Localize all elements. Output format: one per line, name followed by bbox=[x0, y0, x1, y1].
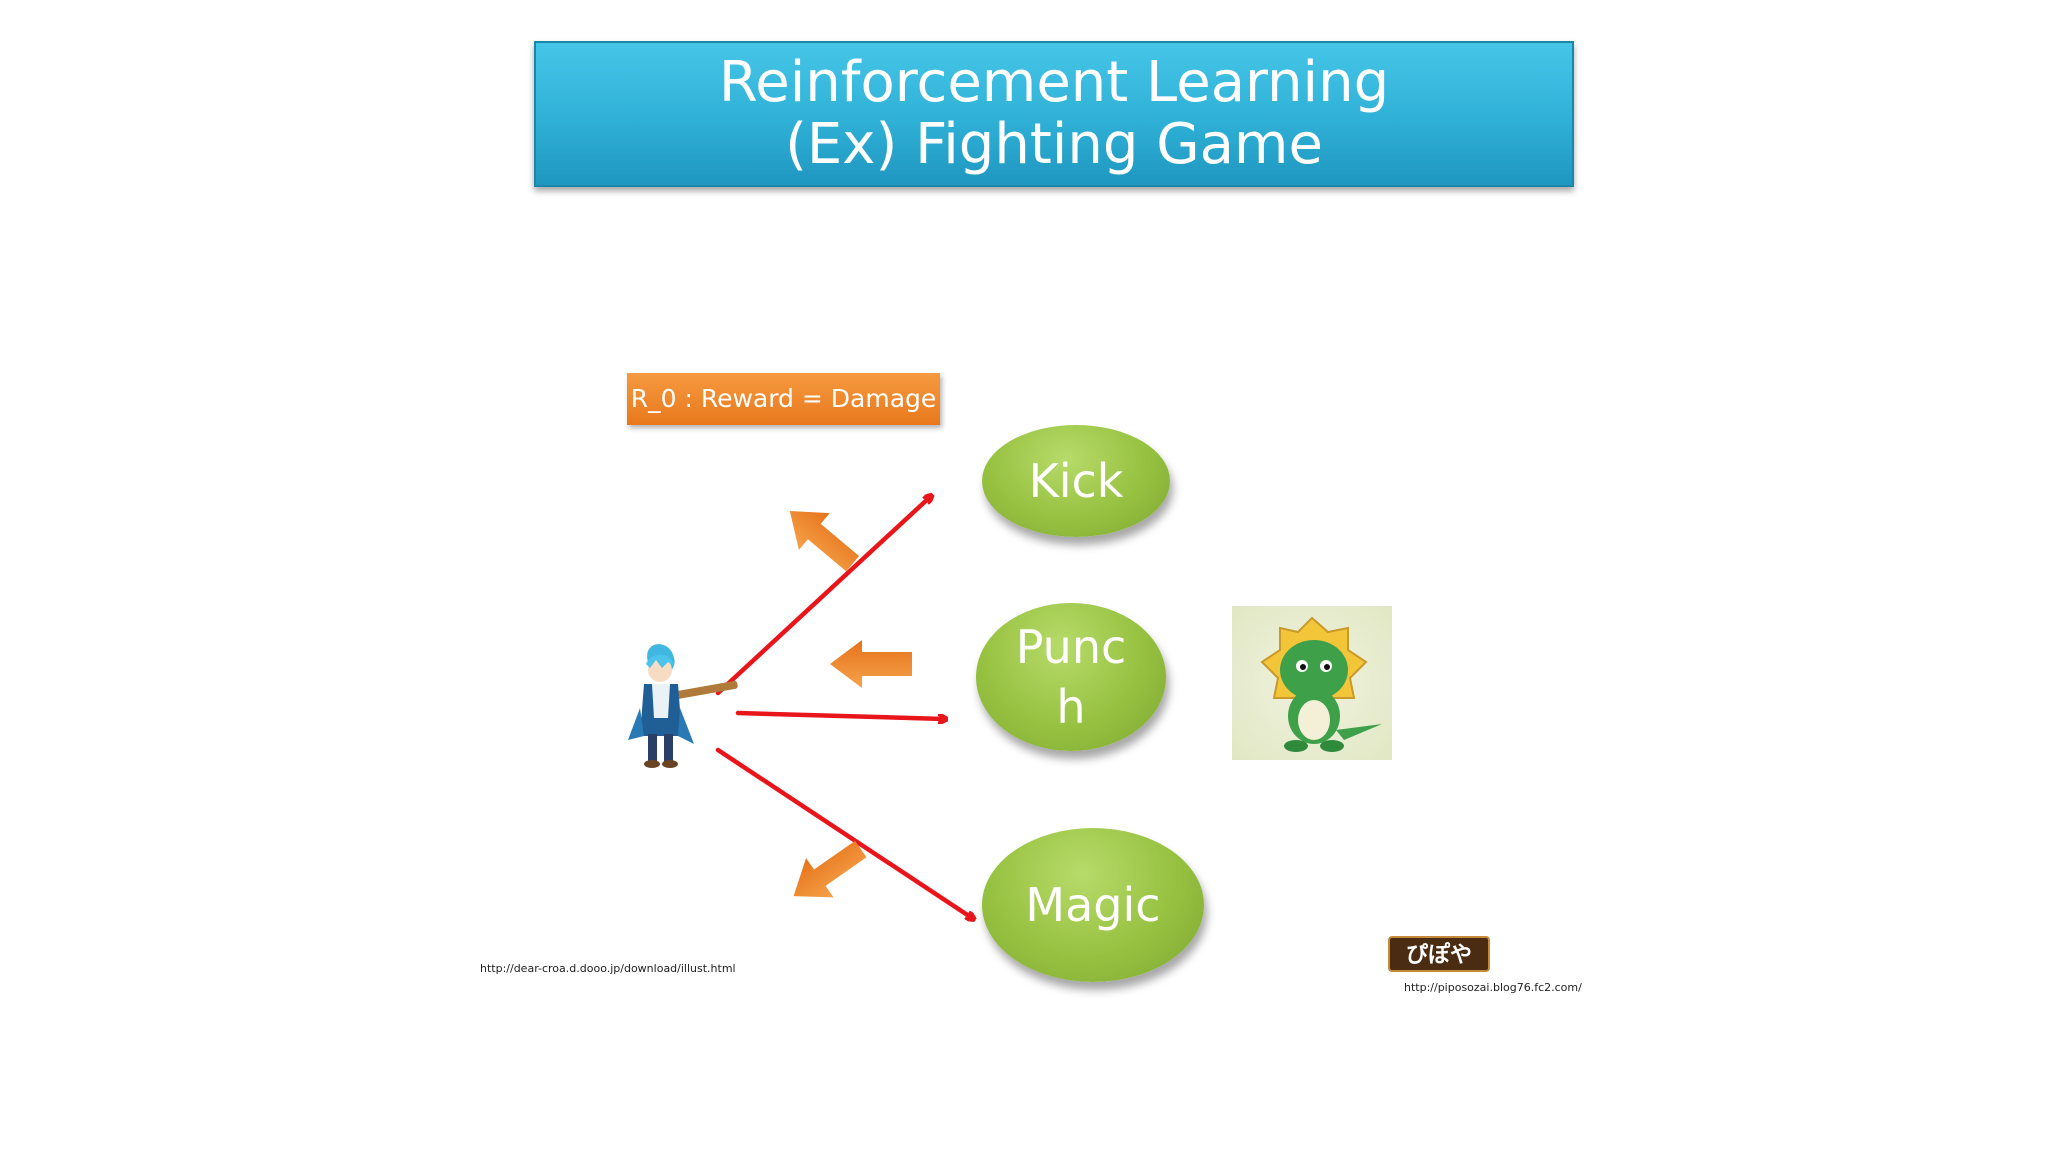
pipoya-logo: ぴぽや bbox=[1388, 936, 1490, 972]
feedback-arrow-punch bbox=[830, 640, 912, 688]
arrow-to-magic bbox=[715, 747, 972, 918]
title-banner: Reinforcement Learning (Ex) Fighting Gam… bbox=[534, 41, 1574, 187]
action-punch-label-line2: h bbox=[1056, 680, 1086, 734]
action-punch-label-line1: Punc bbox=[1015, 620, 1127, 674]
monster-icon bbox=[1232, 606, 1392, 760]
arrow-to-punch bbox=[735, 710, 944, 719]
title-line-1: Reinforcement Learning bbox=[718, 50, 1390, 115]
action-punch: Punc h bbox=[976, 603, 1166, 751]
action-magic: Magic bbox=[982, 828, 1204, 982]
monster-source-url: http://piposozai.blog76.fc2.com/ bbox=[1404, 981, 1582, 994]
title-line-2: (Ex) Fighting Game bbox=[785, 112, 1323, 177]
feedback-arrow-kick bbox=[789, 511, 860, 572]
player-character-icon bbox=[628, 644, 738, 768]
reward-label: R_0 : Reward = Damage bbox=[627, 373, 940, 425]
feedback-arrow-magic bbox=[793, 840, 867, 898]
arrow-to-kick bbox=[715, 497, 930, 696]
player-source-url: http://dear-croa.d.dooo.jp/download/illu… bbox=[480, 962, 736, 975]
action-magic-label: Magic bbox=[1025, 878, 1161, 932]
action-kick: Kick bbox=[982, 425, 1170, 537]
action-kick-label: Kick bbox=[1028, 454, 1124, 508]
